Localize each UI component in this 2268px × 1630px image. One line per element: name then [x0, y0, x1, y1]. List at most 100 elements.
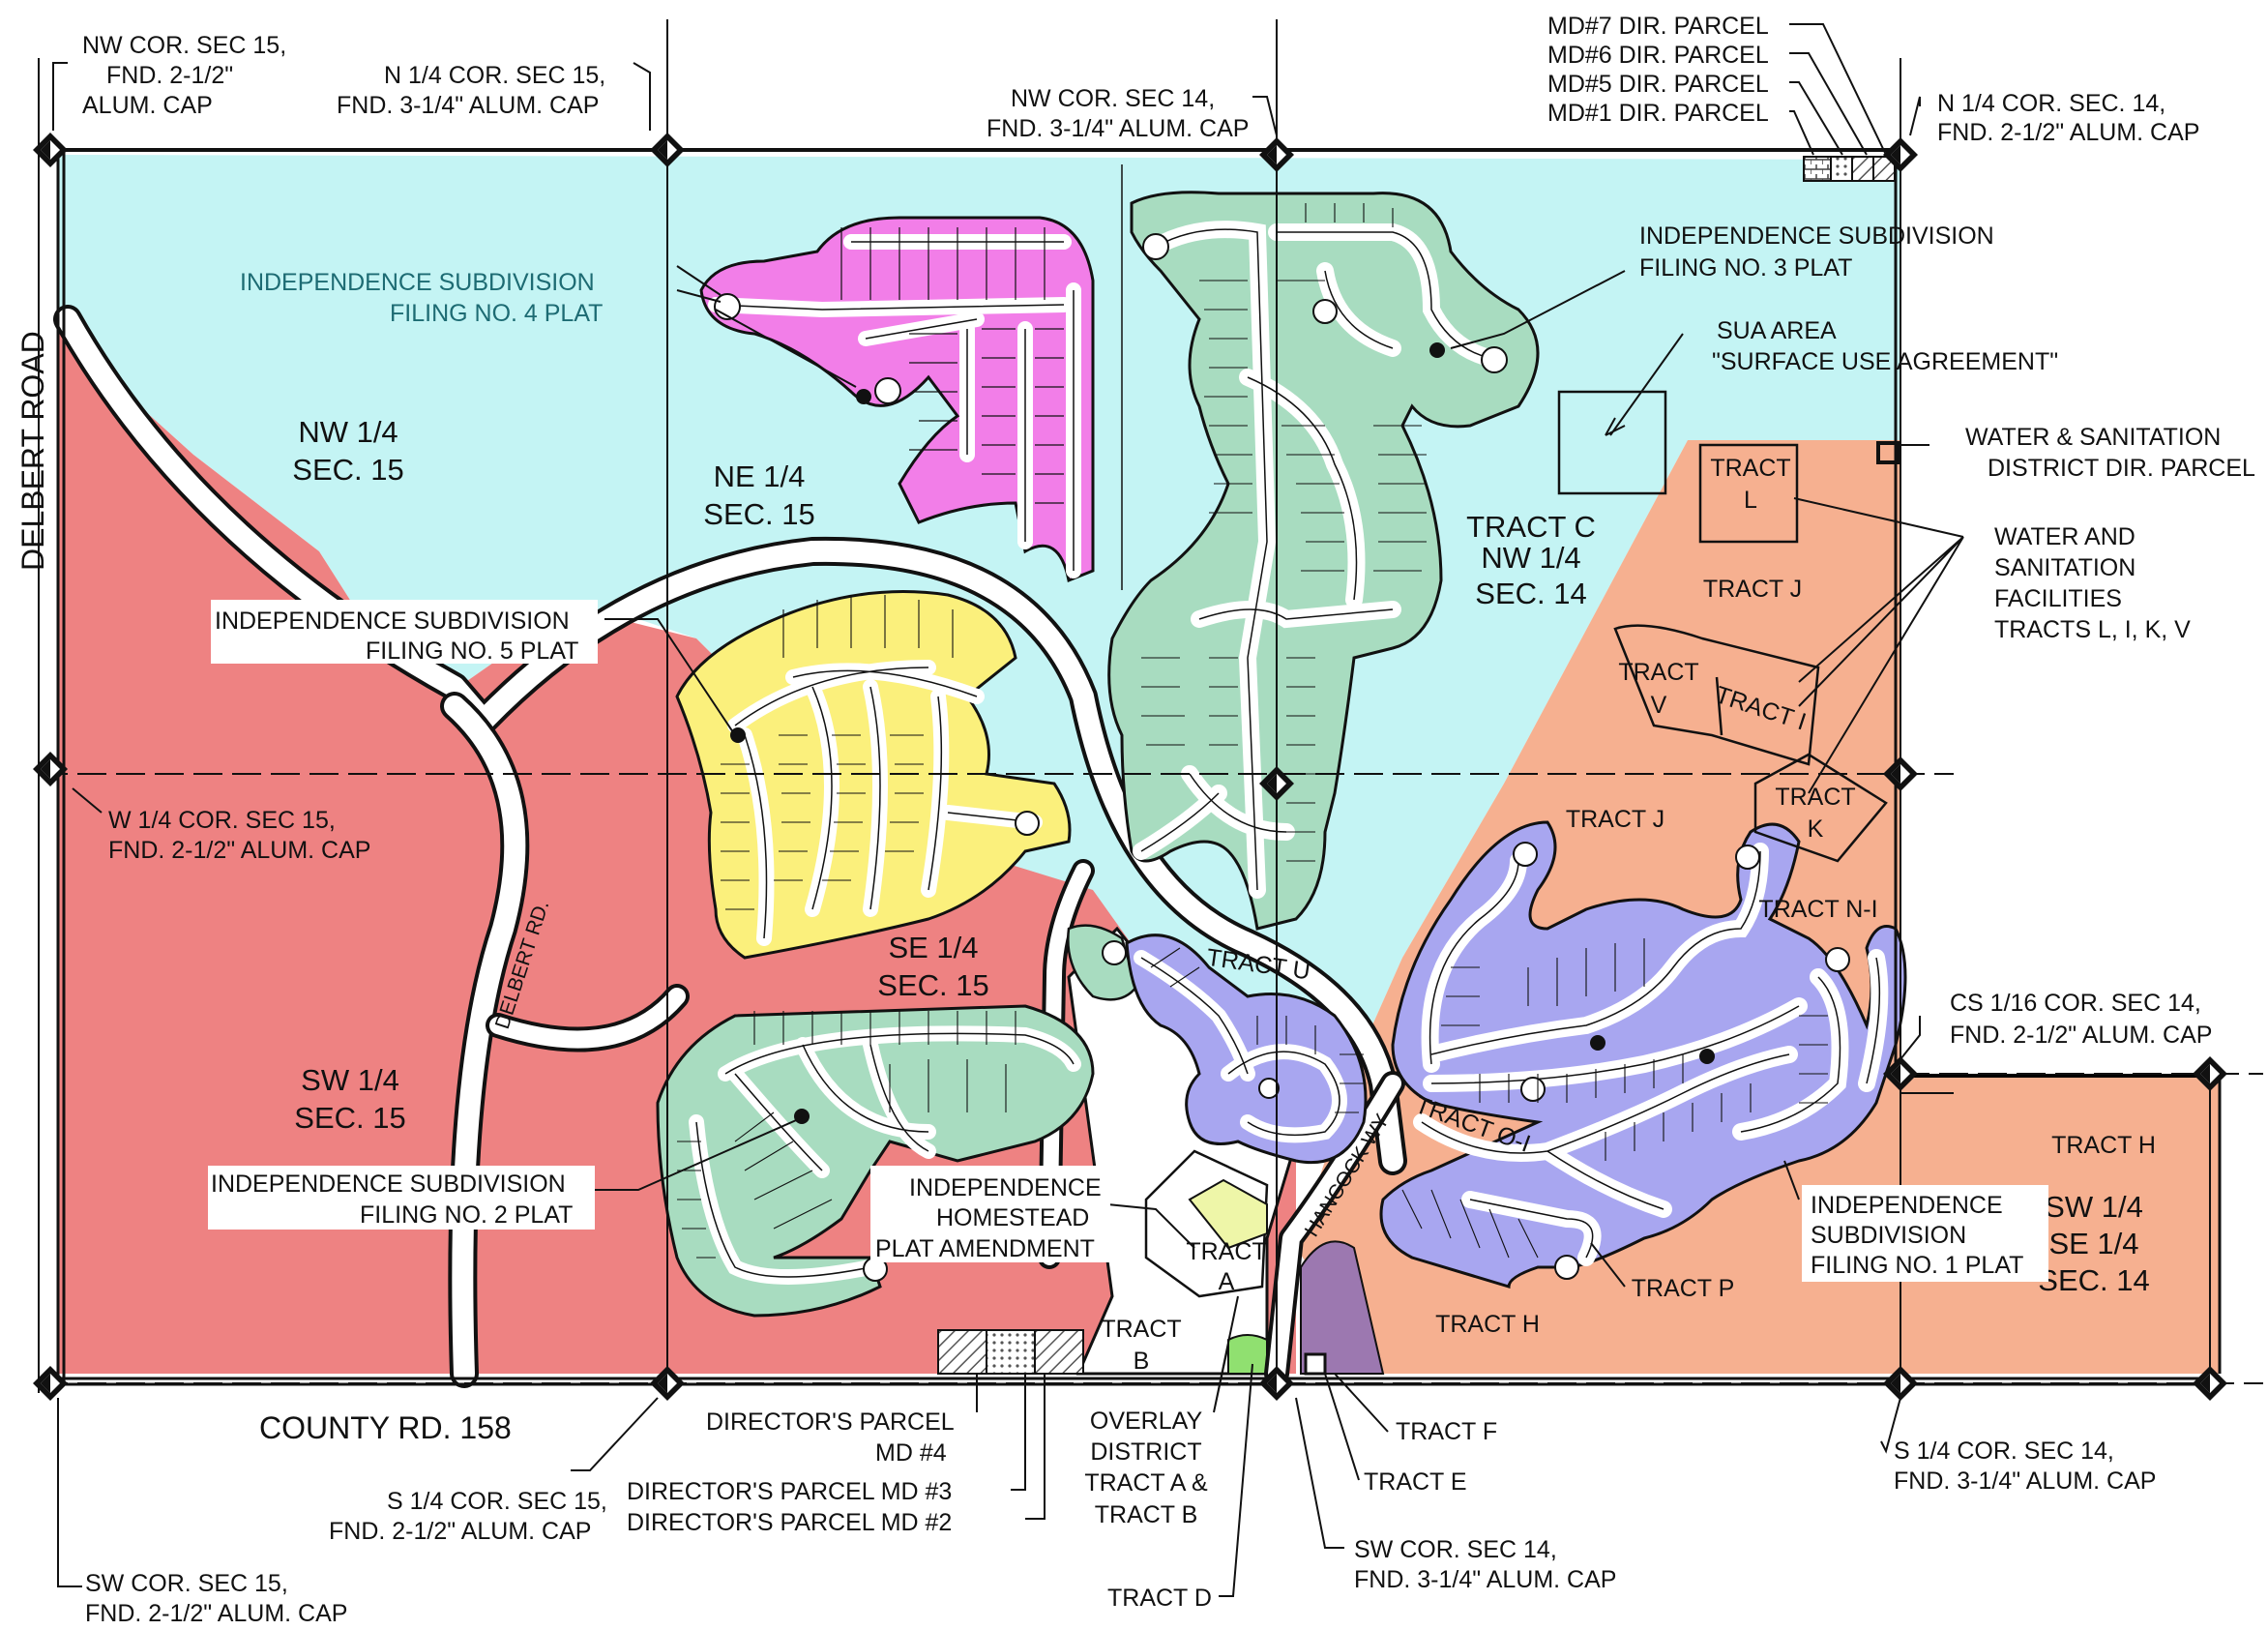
filing2-l1: INDEPENDENCE SUBDIVISION — [211, 1171, 566, 1198]
corner-nw15-l3: ALUM. CAP — [82, 92, 213, 119]
filing4-l1: INDEPENDENCE SUBDIVISION — [240, 269, 595, 296]
tract-h-right: TRACT H — [2051, 1132, 2156, 1159]
sw15-l1: SW 1/4 — [301, 1063, 399, 1097]
corner-nw15-l1: NW COR. SEC 15, — [82, 32, 286, 59]
corner-nw15-l2: FND. 2-1/2" — [106, 62, 233, 89]
tract-j-mid: TRACT J — [1566, 806, 1664, 833]
filing5-l2: FILING NO. 5 PLAT — [366, 637, 578, 665]
corner-n15-l1: N 1/4 COR. SEC 15, — [384, 62, 605, 89]
filing2-l2: FILING NO. 2 PLAT — [360, 1201, 573, 1229]
filing1-l2: SUBDIVISION — [1811, 1222, 1966, 1249]
tract-n1: TRACT N-I — [1758, 896, 1877, 923]
md7-label: MD#7 DIR. PARCEL — [1547, 13, 1769, 40]
overlay-l3: TRACT A & — [1084, 1469, 1208, 1497]
homestead-amend-area — [1188, 1178, 1268, 1250]
corner-sw15-l1: SW COR. SEC 15, — [85, 1570, 288, 1597]
ne15-l2: SEC. 15 — [703, 497, 814, 531]
water-parcel-l1: WATER & SANITATION — [1965, 424, 2221, 451]
tract-k-shape — [1753, 753, 1888, 863]
filing-4-lots — [699, 216, 1095, 583]
tract-l-box — [1698, 443, 1799, 544]
corner-sw14-l1: SW COR. SEC 14, — [1354, 1536, 1557, 1563]
md1-label: MD#1 DIR. PARCEL — [1547, 100, 1769, 127]
swse14-l3: SEC. 14 — [2038, 1263, 2149, 1297]
sua-l2: "SURFACE USE AGREEMENT" — [1712, 348, 2058, 375]
filing1-l1: INDEPENDENCE — [1811, 1192, 2003, 1219]
tract-f: TRACT F — [1396, 1418, 1497, 1445]
md6-label: MD#6 DIR. PARCEL — [1547, 42, 1769, 69]
filing-3-lots — [1107, 191, 1540, 931]
tractc-l2: NW 1/4 — [1481, 541, 1580, 575]
water-tracts-l1: WATER AND — [1994, 523, 2135, 550]
county-rd-label: COUNTY RD. 158 — [259, 1410, 512, 1445]
corner-s15-l2: FND. 2-1/2" ALUM. CAP — [329, 1518, 591, 1545]
corner-sw15-l2: FND. 2-1/2" ALUM. CAP — [85, 1600, 347, 1627]
corner-n15-l2: FND. 3-1/4" ALUM. CAP — [337, 92, 599, 119]
homestead-l2: HOMESTEAD — [936, 1204, 1089, 1231]
corner-cs14-l1: CS 1/16 COR. SEC 14, — [1950, 990, 2201, 1017]
filing5-l1: INDEPENDENCE SUBDIVISION — [215, 608, 570, 635]
tract-l-l1: TRACT — [1710, 455, 1790, 482]
corner-nw14-l1: NW COR. SEC 14, — [1011, 85, 1215, 112]
corner-w15-l1: W 1/4 COR. SEC 15, — [108, 807, 336, 834]
nw15-l1: NW 1/4 — [298, 415, 398, 449]
filing-1-lots — [1125, 820, 1907, 1289]
tract-d-area — [1227, 1334, 1268, 1375]
corner-monuments — [33, 133, 2227, 1401]
sua-area-box — [1557, 390, 1667, 495]
water-dir-parcel-box — [1876, 441, 1900, 464]
tract-a-l1: TRACT — [1186, 1238, 1266, 1265]
md4-l1: DIRECTOR'S PARCEL — [706, 1408, 955, 1436]
tract-d: TRACT D — [1107, 1585, 1212, 1612]
filing1-l3: FILING NO. 1 PLAT — [1811, 1252, 2023, 1279]
section-lines — [38, 19, 2263, 1393]
corner-s14-l2: FND. 3-1/4" ALUM. CAP — [1894, 1467, 2156, 1495]
corner-s15-l1: S 1/4 COR. SEC 15, — [387, 1488, 607, 1515]
tract-k-l1: TRACT — [1775, 784, 1855, 811]
se15-l2: SEC. 15 — [877, 968, 988, 1002]
sw15-l2: SEC. 15 — [294, 1101, 405, 1135]
tract-j-top: TRACT J — [1703, 576, 1802, 603]
tract-v-l1: TRACT — [1618, 659, 1698, 686]
water-tracts-l3: FACILITIES — [1994, 585, 2122, 612]
tract-e: TRACT E — [1364, 1468, 1467, 1496]
tract-k-l2: K — [1808, 815, 1824, 843]
tract-f-area — [1300, 1240, 1385, 1375]
ne15-l1: NE 1/4 — [714, 459, 806, 493]
water-parcel-l2: DISTRICT DIR. PARCEL — [1988, 455, 2255, 482]
corner-nw14-l2: FND. 3-1/4" ALUM. CAP — [987, 115, 1249, 142]
overlay-l2: DISTRICT — [1090, 1438, 1201, 1466]
sua-l1: SUA AREA — [1717, 317, 1837, 344]
corner-w15-l2: FND. 2-1/2" ALUM. CAP — [108, 837, 370, 864]
se15-l1: SE 1/4 — [888, 931, 978, 964]
water-tracts-l2: SANITATION — [1994, 554, 2135, 581]
tract-v-l2: V — [1651, 692, 1667, 719]
md2-label: DIRECTOR'S PARCEL MD #2 — [627, 1509, 952, 1536]
tract-h-bottom: TRACT H — [1435, 1311, 1540, 1338]
corner-n14-l1: N 1/4 COR. SEC. 14, — [1937, 90, 2165, 117]
filing-2-lots — [656, 924, 1138, 1318]
homestead-l3: PLAT AMENDMENT — [875, 1235, 1095, 1262]
corner-sw14-l2: FND. 3-1/4" ALUM. CAP — [1354, 1566, 1616, 1593]
overlay-l1: OVERLAY — [1090, 1408, 1203, 1435]
md4-l2: MD #4 — [875, 1439, 947, 1467]
tract-b-l1: TRACT — [1101, 1316, 1181, 1343]
md3-label: DIRECTOR'S PARCEL MD #3 — [627, 1478, 952, 1505]
corner-n14-l2: FND. 2-1/2" ALUM. CAP — [1937, 119, 2199, 146]
homestead-l1: INDEPENDENCE — [909, 1174, 1102, 1201]
corner-s14-l1: S 1/4 COR. SEC 14, — [1894, 1437, 2114, 1465]
tract-p: TRACT P — [1632, 1275, 1735, 1302]
filing4-l2: FILING NO. 4 PLAT — [390, 300, 603, 327]
filing-2-area — [656, 1004, 1095, 1318]
water-tracts-l4: TRACTS L, I, K, V — [1994, 616, 2191, 643]
tract-b-l2: B — [1134, 1348, 1150, 1375]
tractc-l1: TRACT C — [1466, 510, 1596, 544]
water-tracts — [1557, 390, 1900, 863]
filing3-l2: FILING NO. 3 PLAT — [1639, 254, 1852, 282]
filing-1-area-east — [1379, 820, 1907, 1289]
filing3-l1: INDEPENDENCE SUBDIVISION — [1639, 222, 1994, 250]
corner-cs14-l2: FND. 2-1/2" ALUM. CAP — [1950, 1022, 2212, 1049]
director-parcels — [937, 156, 1896, 1376]
tractc-l3: SEC. 14 — [1475, 577, 1586, 610]
delbert-road-label: DELBERT ROAD — [15, 331, 50, 571]
